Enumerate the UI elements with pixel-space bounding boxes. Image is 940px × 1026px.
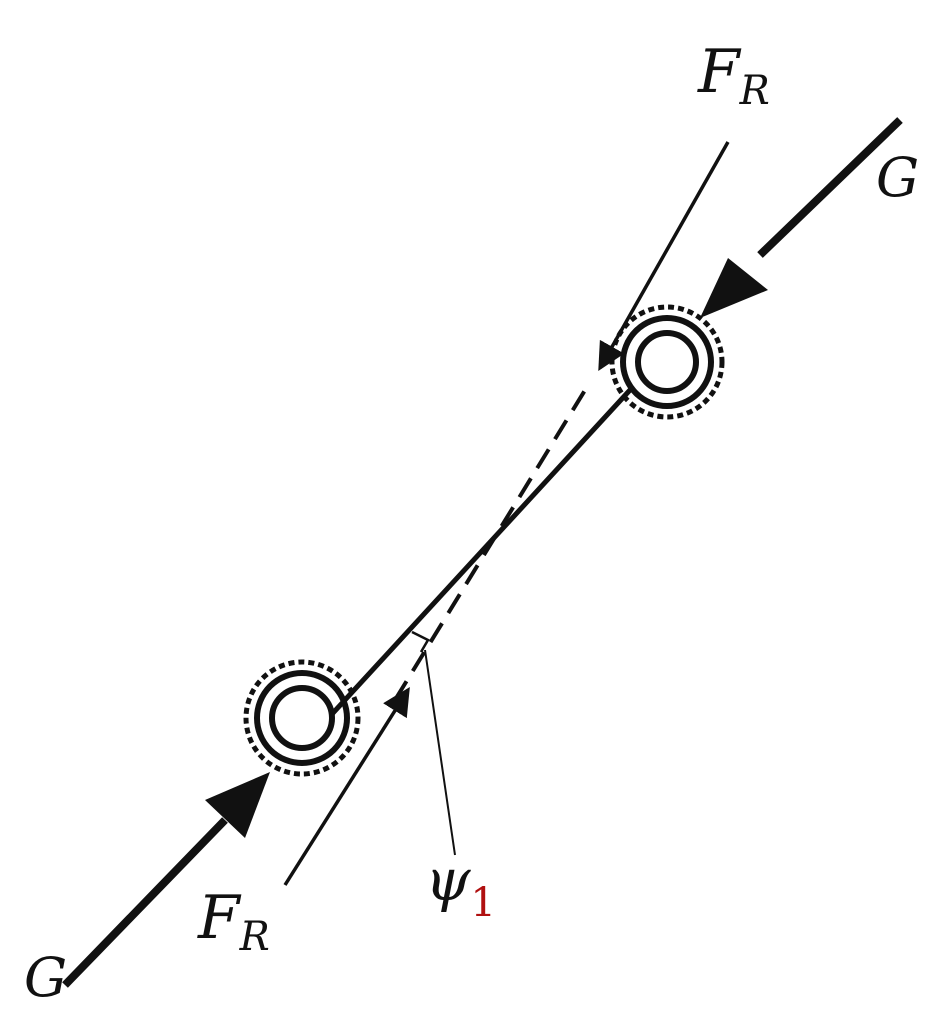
label-g-top: G bbox=[876, 146, 919, 209]
label-fr-top: FR bbox=[697, 37, 770, 114]
dashed-force-line bbox=[393, 380, 592, 702]
bottom-fr-arrow bbox=[283, 687, 410, 886]
lower-joint-dashed-ring bbox=[243, 659, 361, 777]
lower-joint-inner-circle bbox=[269, 685, 335, 751]
lower-joint-outer-circle bbox=[254, 670, 350, 766]
psi-leader-line bbox=[424, 649, 456, 856]
rod-line bbox=[308, 388, 632, 740]
top-g-arrow-line bbox=[757, 117, 903, 258]
top-g-arrowhead bbox=[700, 258, 768, 318]
psi-angle-marker bbox=[411, 630, 430, 653]
label-fr-bottom: FR bbox=[197, 883, 270, 960]
bottom-g-arrow-line bbox=[62, 817, 228, 988]
upper-joint-inner-circle bbox=[635, 330, 699, 394]
label-g-bottom: G bbox=[24, 946, 67, 1009]
bottom-g-arrowhead bbox=[205, 772, 270, 838]
label-psi: ψ1 bbox=[425, 846, 496, 926]
top-fr-arrow bbox=[598, 141, 730, 372]
